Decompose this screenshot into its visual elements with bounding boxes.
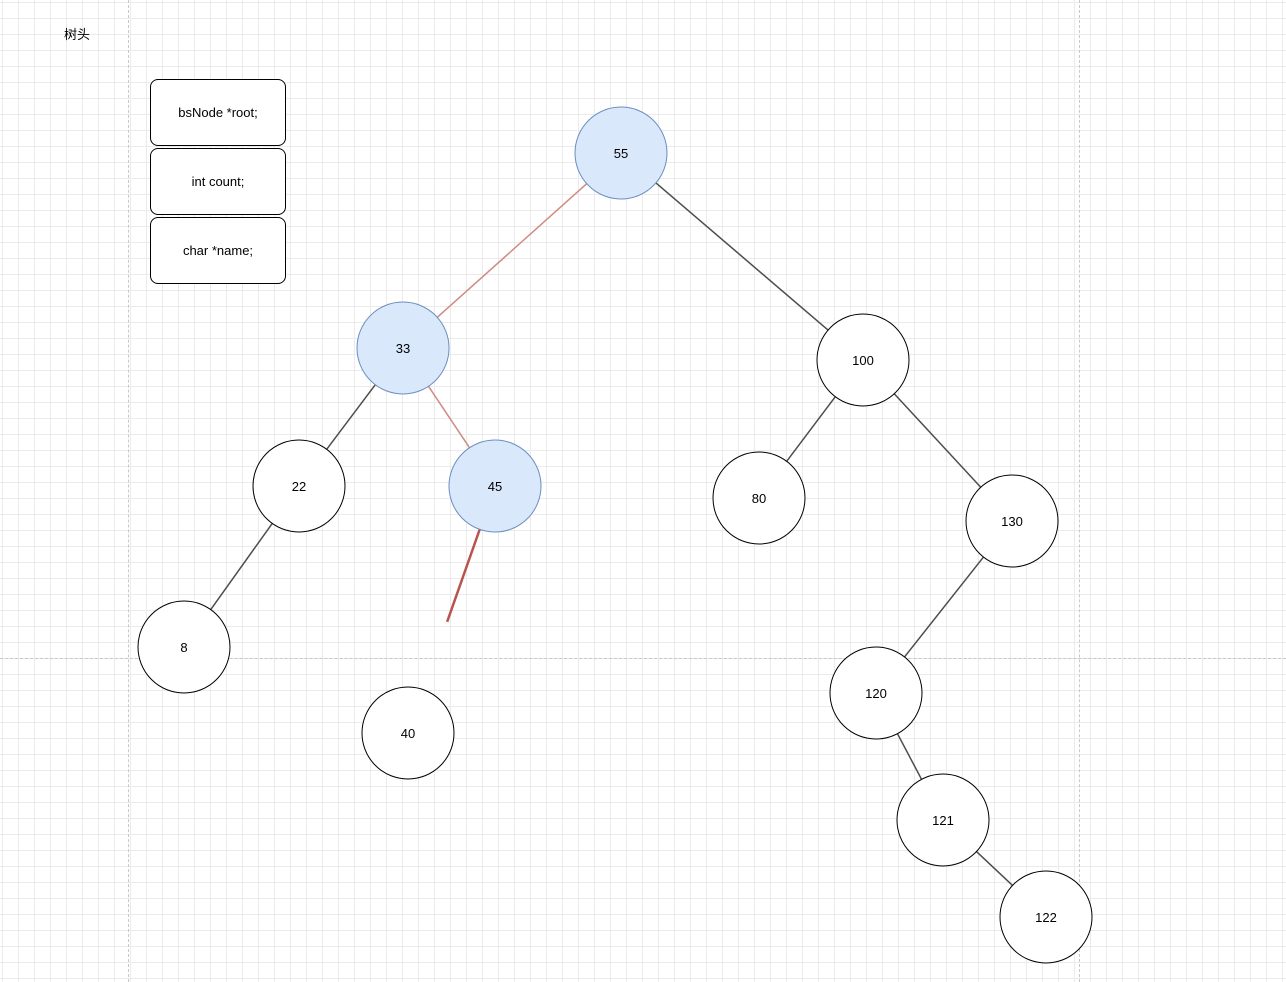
page-break-horizontal: [0, 658, 1286, 659]
tree-node-label: 45: [488, 479, 502, 494]
tree-node-label: 130: [1001, 514, 1023, 529]
tree-node-80[interactable]: 80: [712, 451, 806, 545]
tree-node-circle[interactable]: [361, 686, 455, 780]
tree-node-8[interactable]: 8: [137, 600, 231, 694]
edge-n55-n33[interactable]: [436, 183, 588, 318]
tree-node-120[interactable]: 120: [829, 646, 923, 740]
tree-node-130[interactable]: 130: [965, 474, 1059, 568]
tree-node-circle[interactable]: [896, 773, 990, 867]
edge-n55-n100[interactable]: [655, 182, 829, 331]
tree-node-label: 80: [752, 491, 766, 506]
tree-node-label: 40: [401, 726, 415, 741]
edge-n45-n40[interactable]: [445, 528, 481, 623]
edge-n121-n122[interactable]: [975, 850, 1014, 887]
page-break-vertical-right: [1079, 0, 1080, 982]
tree-node-22[interactable]: 22: [252, 439, 346, 533]
tree-node-circle[interactable]: [829, 646, 923, 740]
tree-node-circle[interactable]: [816, 313, 910, 407]
tree-node-circle[interactable]: [137, 600, 231, 694]
tree-node-label: 22: [292, 479, 306, 494]
tree-node-circle[interactable]: [965, 474, 1059, 568]
tree-node-label: 122: [1035, 910, 1057, 925]
tree-node-circle[interactable]: [999, 870, 1093, 964]
struct-field-root[interactable]: bsNode *root;: [150, 79, 286, 146]
tree-node-label: 55: [614, 146, 628, 161]
edge-n120-n121[interactable]: [896, 733, 923, 780]
tree-node-label: 8: [180, 640, 187, 655]
tree-node-label: 120: [865, 686, 887, 701]
edge-n100-n130[interactable]: [893, 393, 982, 488]
tree-node-122[interactable]: 122: [999, 870, 1093, 964]
tree-node-121[interactable]: 121: [896, 773, 990, 867]
edge-n22-n8[interactable]: [210, 522, 273, 611]
tree-node-40[interactable]: 40: [361, 686, 455, 780]
edge-n33-n22[interactable]: [326, 384, 376, 450]
tree-node-label: 33: [396, 341, 410, 356]
edge-n33-n45[interactable]: [427, 385, 471, 449]
page-break-vertical-left: [128, 0, 129, 982]
tree-node-label: 121: [932, 813, 954, 828]
tree-node-circle[interactable]: [448, 439, 542, 533]
tree-node-circle[interactable]: [252, 439, 346, 533]
tree-node-circle[interactable]: [712, 451, 806, 545]
struct-field-count[interactable]: int count;: [150, 148, 286, 215]
edge-n130-n120[interactable]: [903, 556, 985, 658]
edge-n100-n80[interactable]: [786, 396, 836, 462]
tree-node-circle[interactable]: [574, 106, 668, 200]
struct-field-name[interactable]: char *name;: [150, 217, 286, 284]
tree-node-label: 100: [852, 353, 874, 368]
tree-node-33[interactable]: 33: [356, 301, 450, 395]
tree-node-55[interactable]: 55: [574, 106, 668, 200]
tree-node-circle[interactable]: [356, 301, 450, 395]
tree-node-100[interactable]: 100: [816, 313, 910, 407]
tree-head-title[interactable]: 树头: [64, 28, 91, 43]
tree-node-45[interactable]: 45: [448, 439, 542, 533]
